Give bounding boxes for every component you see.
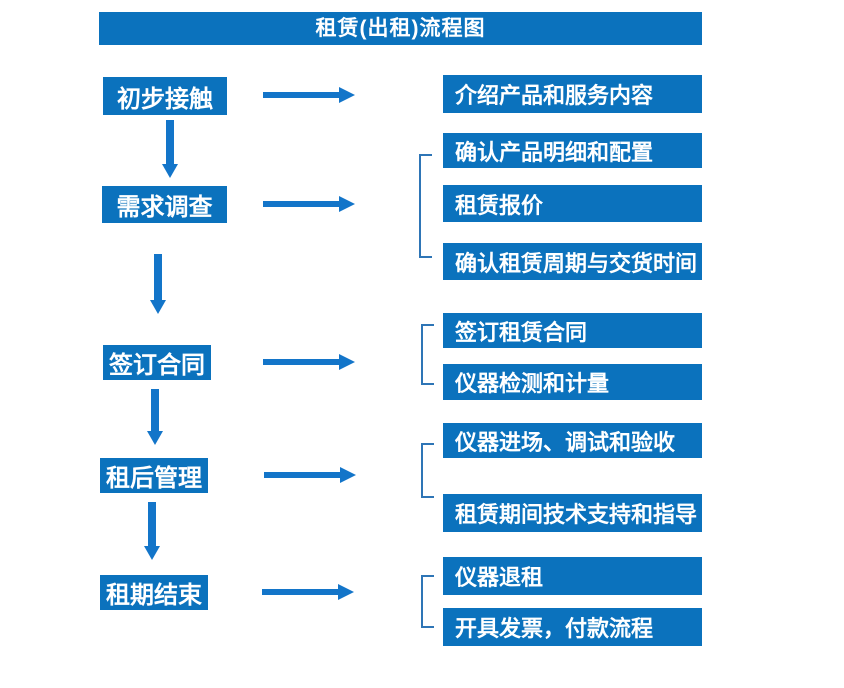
arrow-right-icon-5 [262, 584, 354, 600]
flowchart-title: 租赁(出租)流程图 [99, 12, 702, 45]
stage-box-demand-survey: 需求调查 [102, 186, 227, 223]
detail-box-introduce-products: 介绍产品和服务内容 [443, 75, 702, 113]
detail-box-confirm-product-details: 确认产品明细和配置 [443, 133, 702, 168]
detail-box-instrument-setup-acceptance: 仪器进场、调试和验收 [443, 423, 702, 458]
group-bracket-rental-end [421, 575, 434, 628]
group-bracket-post-rental [421, 443, 434, 498]
detail-box-sign-rental-contract: 签订租赁合同 [443, 313, 702, 348]
stage-box-rental-end: 租期结束 [100, 575, 208, 610]
stage-box-initial-contact: 初步接触 [103, 77, 227, 115]
detail-box-technical-support: 租赁期间技术支持和指导 [443, 494, 702, 532]
arrow-down-icon-2 [150, 254, 166, 314]
arrow-right-icon-1 [263, 87, 355, 103]
stage-box-sign-contract: 签订合同 [103, 345, 211, 380]
arrow-down-icon-3 [147, 389, 163, 445]
stage-box-post-rental-management: 租后管理 [100, 458, 208, 493]
detail-box-instrument-return: 仪器退租 [443, 557, 702, 595]
group-bracket-demand-survey [419, 154, 432, 258]
detail-box-rental-quote: 租赁报价 [443, 185, 702, 222]
arrow-right-icon-4 [264, 467, 356, 483]
group-bracket-sign-contract [421, 324, 434, 385]
arrow-right-icon-2 [263, 196, 355, 212]
detail-box-invoice-payment: 开具发票，付款流程 [443, 608, 702, 646]
detail-box-instrument-inspection: 仪器检测和计量 [443, 364, 702, 400]
arrow-down-icon-4 [144, 502, 160, 560]
detail-box-confirm-rental-period: 确认租赁周期与交货时间 [443, 243, 702, 280]
arrow-right-icon-3 [263, 354, 355, 370]
arrow-down-icon-1 [162, 120, 178, 178]
